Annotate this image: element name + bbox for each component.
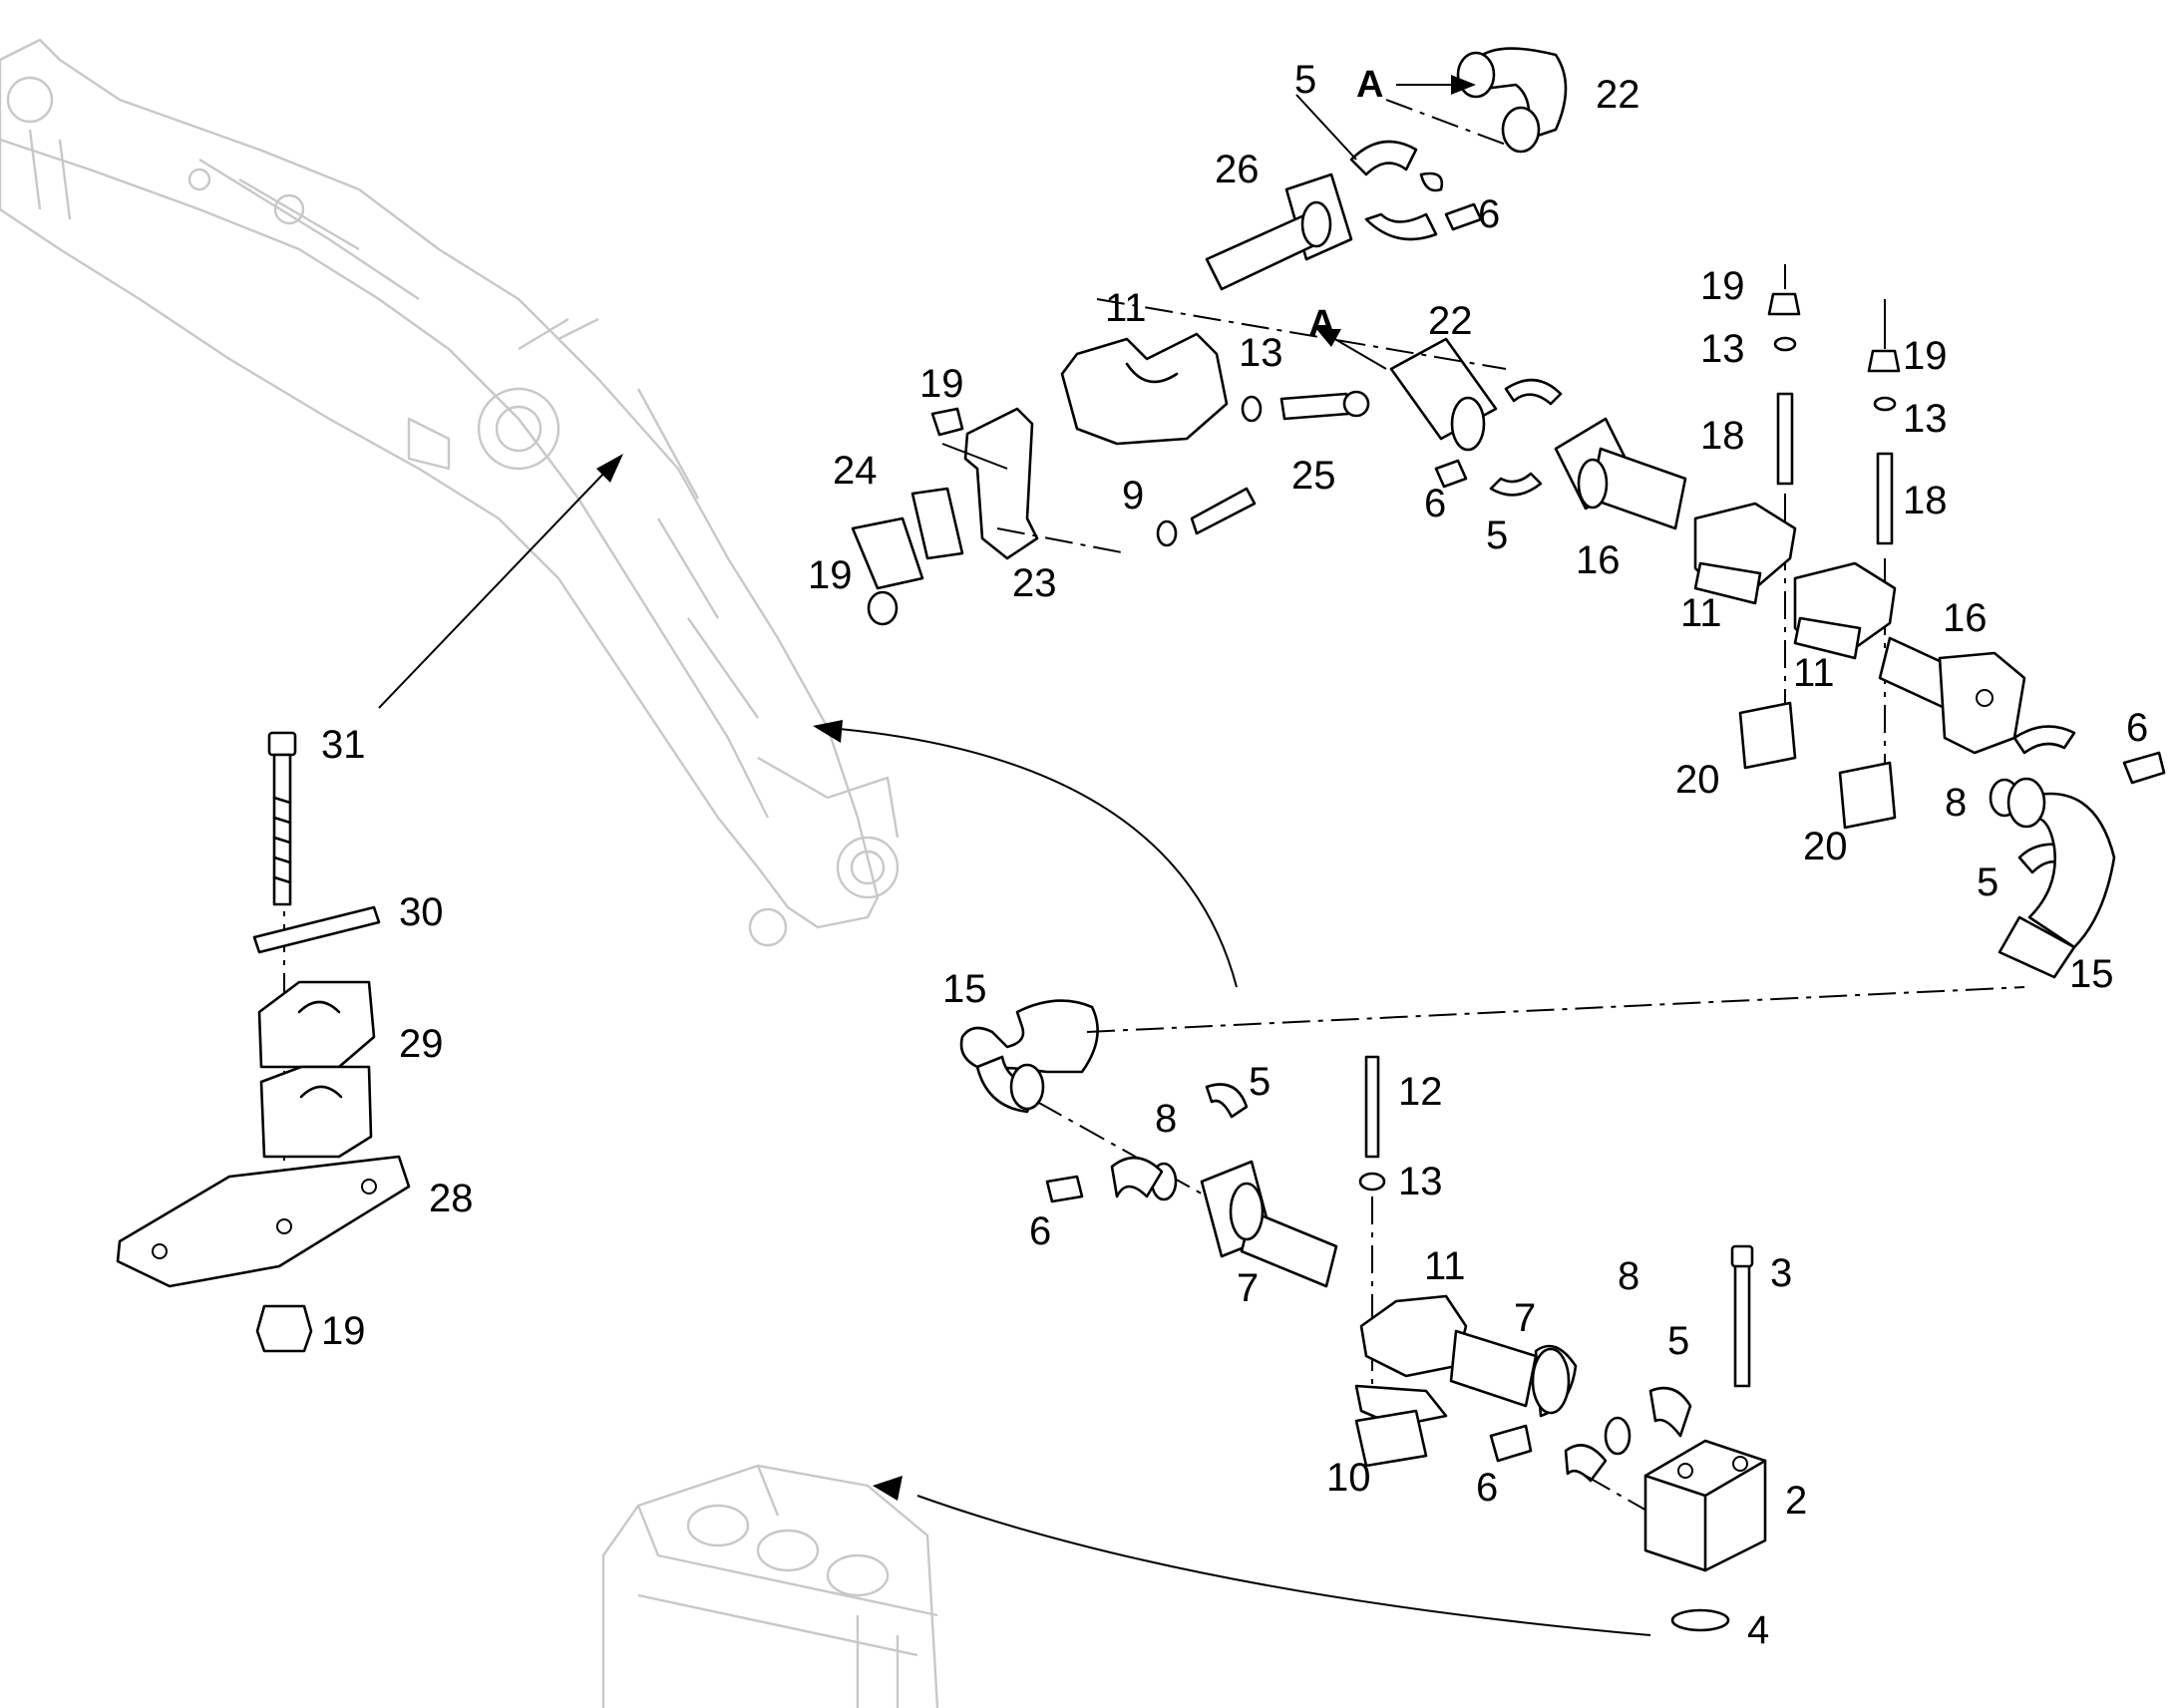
callout-11: 11 [1424, 1244, 1466, 1288]
split-flange-part-5-low-c [1648, 1386, 1692, 1438]
split-flange-part-5-right [2012, 725, 2076, 755]
callout-6: 6 [1424, 482, 1446, 525]
callout-20: 20 [1803, 825, 1848, 868]
callout-8: 8 [1618, 1254, 1639, 1298]
split-flange-part-5-low-b [1110, 1156, 1164, 1198]
split-flange-part-5-top [1349, 140, 1418, 176]
lower-hose-assembly [959, 986, 2025, 1632]
callout-31: 31 [321, 723, 366, 767]
bolt-part-12 [1364, 1055, 1380, 1159]
screw-part-6-mid [1434, 459, 1468, 489]
callout-11: 11 [1793, 651, 1835, 695]
callout-5: 5 [1249, 1060, 1271, 1104]
callout-7: 7 [1514, 1296, 1536, 1340]
callout-19: 19 [321, 1309, 366, 1353]
o-ring-part-4 [1670, 1608, 1730, 1632]
screw-part-3 [1733, 1254, 1751, 1388]
callout-12: 12 [1398, 1070, 1443, 1114]
callout-24: 24 [833, 449, 878, 493]
screw-part-6-low-b [1489, 1424, 1533, 1463]
callout-20: 20 [1675, 758, 1720, 802]
leader-lines [378, 75, 1651, 1636]
callout-25: 25 [1291, 454, 1336, 498]
callout-23: 23 [1012, 561, 1057, 605]
o-ring-part-8-low-b [1604, 1416, 1632, 1456]
nut-part-19-right-a [1767, 292, 1801, 316]
callout-22: 22 [1428, 299, 1473, 343]
flange-tube-part-7-right [1449, 1329, 1538, 1408]
nut-part-19 [255, 1304, 313, 1353]
cover-plate-part-30 [252, 905, 381, 954]
callout-6: 6 [1478, 192, 1500, 236]
callout-10: 10 [1326, 1456, 1371, 1500]
screw-part-6-right [2122, 751, 2166, 785]
callout-labels: 5 22 26 6 11 19 13 22 19 13 18 19 13 18 … [321, 58, 2148, 1652]
callout-16: 16 [1943, 596, 1988, 640]
nut-part-19-right-b [1867, 349, 1901, 373]
callout-15: 15 [942, 967, 987, 1011]
split-flange-part-5-low-a [1205, 1083, 1249, 1119]
callout-19: 19 [919, 362, 964, 406]
base-plate-part-28 [116, 1155, 411, 1288]
callout-8: 8 [1155, 1097, 1177, 1141]
callout-6: 6 [2126, 706, 2148, 750]
control-valve-ghost [601, 1464, 939, 1708]
bolt-part-31 [267, 731, 297, 906]
callout-19: 19 [1700, 264, 1745, 308]
boom-ghost-outline [0, 38, 900, 947]
stud-part-18-b [1876, 452, 1894, 545]
callout-5: 5 [1486, 513, 1508, 557]
elbow-hose-part-22-top [1474, 47, 1568, 142]
callout-22: 22 [1596, 73, 1640, 117]
bolt-part-25 [1279, 392, 1350, 421]
callout-5: 5 [1294, 58, 1316, 102]
elbow-hose-part-15-right [2022, 792, 2116, 949]
spacer-part-20-a [1738, 701, 1797, 770]
nut-part-19-mid [930, 407, 964, 437]
stud-part-18-a [1776, 392, 1794, 486]
split-flange-part-5-lower [1364, 212, 1438, 241]
callout-13: 13 [1398, 1160, 1443, 1203]
callout-11: 11 [1105, 286, 1147, 330]
pipe-clamp-part-11-top [1060, 332, 1229, 446]
right-clamp-stacks [1693, 264, 2166, 979]
callout-30: 30 [399, 890, 444, 934]
callout-15: 15 [2069, 952, 2114, 996]
callout-6: 6 [1029, 1209, 1051, 1253]
clamp-plate-assembly [116, 731, 411, 1353]
callout-3: 3 [1770, 1251, 1792, 1295]
elbow-hose-part-15-left [959, 999, 1099, 1074]
callout-19: 19 [1903, 334, 1948, 378]
bracket-part-23 [963, 407, 1039, 560]
bracket-part-24 [851, 516, 924, 590]
view-marker-a-mid: A [1308, 303, 1335, 345]
callout-8: 8 [1945, 781, 1967, 825]
callout-4: 4 [1747, 1608, 1769, 1652]
callout-6: 6 [1476, 1466, 1498, 1510]
callout-18: 18 [1903, 479, 1948, 522]
callout-13: 13 [1700, 327, 1745, 371]
screw-part-6-top [1444, 202, 1483, 231]
callout-13: 13 [1239, 331, 1283, 375]
callout-28: 28 [429, 1177, 474, 1220]
callout-5: 5 [1667, 1319, 1689, 1363]
callout-13: 13 [1903, 397, 1948, 441]
clamp-halves-part-29 [257, 980, 376, 1159]
callout-16: 16 [1576, 538, 1621, 582]
callout-2: 2 [1785, 1479, 1807, 1523]
callout-5: 5 [1977, 860, 1998, 904]
screw-part-6-low-a [1045, 1175, 1084, 1203]
pipe-clamp-part-11-low [1359, 1294, 1468, 1378]
callout-19: 19 [808, 553, 853, 597]
view-marker-a-top: A [1356, 64, 1383, 106]
callout-26: 26 [1215, 148, 1260, 191]
callout-9: 9 [1122, 474, 1144, 517]
callout-29: 29 [399, 1022, 444, 1066]
spacer-part-10 [1354, 1409, 1428, 1468]
callout-7: 7 [1237, 1266, 1259, 1310]
spacer-part-20-b [1838, 761, 1897, 830]
callout-11: 11 [1680, 591, 1722, 635]
callout-18: 18 [1700, 414, 1745, 458]
